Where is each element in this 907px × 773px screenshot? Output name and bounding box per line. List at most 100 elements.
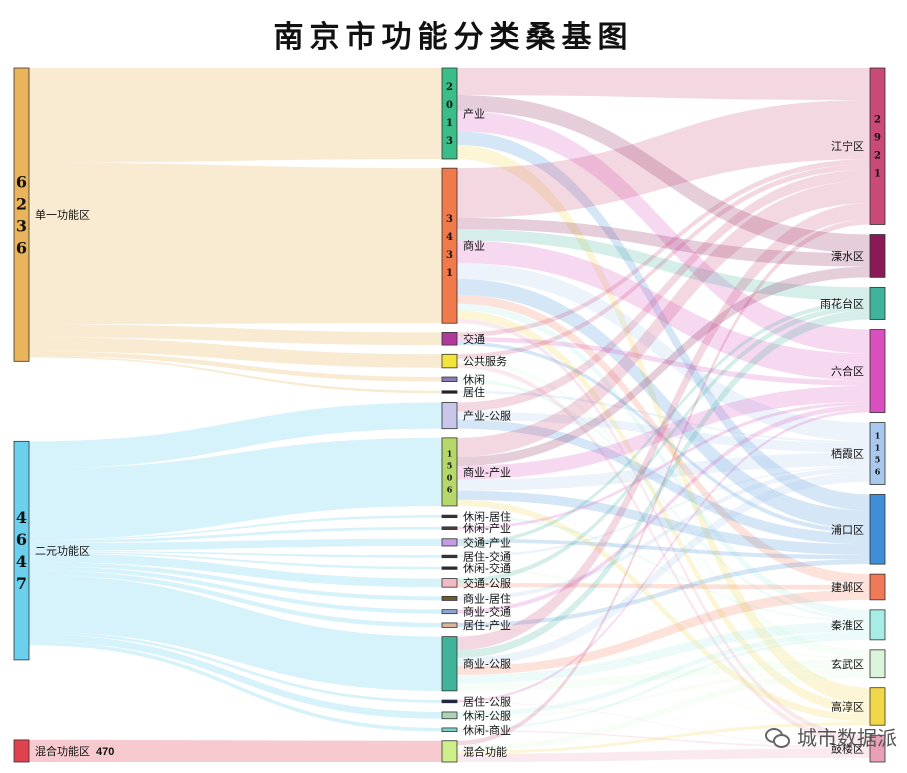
sankey-node-label: 公共服务: [463, 355, 507, 368]
sankey-link: [29, 575, 442, 691]
sankey-node-bar: [869, 494, 886, 565]
sankey-node-value-digit: 3: [446, 250, 453, 261]
sankey-link: [457, 559, 870, 627]
sankey-node-bar: [441, 353, 458, 369]
sankey-node-bar: [441, 538, 458, 547]
sankey-node: 居住-公服: [441, 694, 511, 708]
sankey-links: [29, 68, 870, 762]
sankey-node-value-digit: 0: [447, 473, 453, 483]
sankey-node: 雨花台区: [820, 286, 886, 320]
sankey-node-bar: [441, 609, 458, 615]
chart-title: 南京市功能分类桑基图: [273, 20, 634, 55]
sankey-link: [457, 419, 870, 545]
sankey-node: 溧水区: [831, 234, 886, 278]
sankey-node-label: 秦淮区: [831, 618, 864, 632]
sankey-link: [457, 203, 870, 651]
sankey-link: [457, 363, 870, 746]
sankey-link: [457, 278, 870, 530]
sankey-node-label: 居住-产业: [463, 618, 511, 632]
sankey-link: [29, 351, 442, 382]
sankey-node: 玄武区: [831, 649, 886, 679]
sankey-node: 交通: [441, 332, 485, 346]
sankey-link: [457, 303, 870, 618]
sankey-link: [29, 634, 442, 719]
sankey-link: [457, 589, 870, 675]
sankey-node-bar: [869, 687, 886, 726]
sankey-link: [457, 159, 870, 337]
sankey-link: [29, 562, 442, 601]
sankey-node-bar: [869, 422, 886, 485]
sankey-node-bar: [441, 699, 458, 704]
sankey-node-label: 休闲-居住: [463, 509, 511, 523]
sankey-link: [29, 324, 442, 346]
sankey-node: 休闲-产业: [441, 521, 511, 535]
sankey-link: [457, 748, 870, 762]
sankey-node-label: 建邺区: [831, 580, 864, 594]
sankey-node: 交通-产业: [441, 535, 511, 549]
sankey-link: [29, 162, 442, 325]
sankey-link: [457, 721, 870, 754]
sankey-node-value-digit: 1: [446, 118, 453, 129]
sankey-link: [457, 409, 870, 703]
sankey-node-bar: [869, 649, 886, 679]
watermark-text: 城市数据派: [797, 728, 897, 750]
sankey-link: [457, 263, 870, 442]
sankey-node-value-digit: 7: [16, 574, 27, 593]
sankey-node-label: 混合功能: [463, 744, 507, 758]
sankey-link: [457, 144, 870, 705]
sankey-node: 商业-公服: [441, 636, 511, 692]
sankey-node-label: 休闲-产业: [463, 521, 511, 535]
sankey-link: [457, 385, 870, 480]
sankey-node-label: 雨花台区: [820, 296, 864, 310]
sankey-node: 公共服务: [441, 353, 507, 369]
sankey-link: [29, 551, 442, 570]
sankey-link: [457, 68, 870, 101]
sankey-link: [457, 583, 870, 590]
sankey-node-bar: [869, 609, 886, 641]
sankey-node-label: 江宁区: [831, 139, 864, 153]
sankey-node-value-digit: 2: [16, 194, 27, 213]
sankey-node-value-digit: 1: [446, 268, 453, 279]
sankey-node-bar: [13, 440, 30, 661]
sankey-node-bar: [441, 740, 458, 763]
sankey-node-bar: [441, 376, 458, 382]
sankey-link: [457, 318, 870, 741]
sankey-node: 六合区: [831, 329, 886, 413]
sankey-node-label: 浦口区: [831, 523, 864, 536]
sankey-node-bar: [441, 578, 458, 588]
sankey-link: [457, 670, 870, 751]
sankey-node-bar: [441, 167, 458, 324]
sankey-node-value-digit: 3: [446, 214, 453, 225]
sankey-link: [29, 356, 442, 394]
sankey-link: [457, 471, 870, 667]
sankey-link: [457, 659, 870, 691]
sankey-node-label: 交通-产业: [463, 535, 511, 549]
sankey-link: [29, 68, 442, 163]
sankey-node-bar: [441, 67, 458, 160]
sankey-node-label: 休闲-公服: [463, 708, 511, 722]
sankey-node-label: 交通-公服: [463, 576, 511, 590]
sankey-node-value-digit: 6: [447, 485, 453, 495]
sankey-node: 居住-产业: [441, 618, 511, 632]
sankey-link: [457, 240, 870, 381]
sankey-link: [457, 702, 870, 747]
sankey-node-bar: [13, 67, 30, 362]
sankey-node-label: 居住: [463, 385, 485, 399]
sankey-node-label: 栖霞区: [831, 447, 864, 461]
sankey-link: [457, 305, 870, 584]
sankey-link: [29, 570, 442, 628]
sankey-node-bar: [441, 332, 458, 346]
sankey-link: [457, 377, 870, 658]
sankey-node-label: 玄武区: [831, 657, 864, 671]
sankey-link: [457, 668, 870, 719]
sankey-link: [457, 219, 870, 746]
sankey-link: [29, 553, 442, 588]
sankey-node: 混合功能: [441, 740, 507, 763]
sankey-link: [457, 538, 870, 560]
